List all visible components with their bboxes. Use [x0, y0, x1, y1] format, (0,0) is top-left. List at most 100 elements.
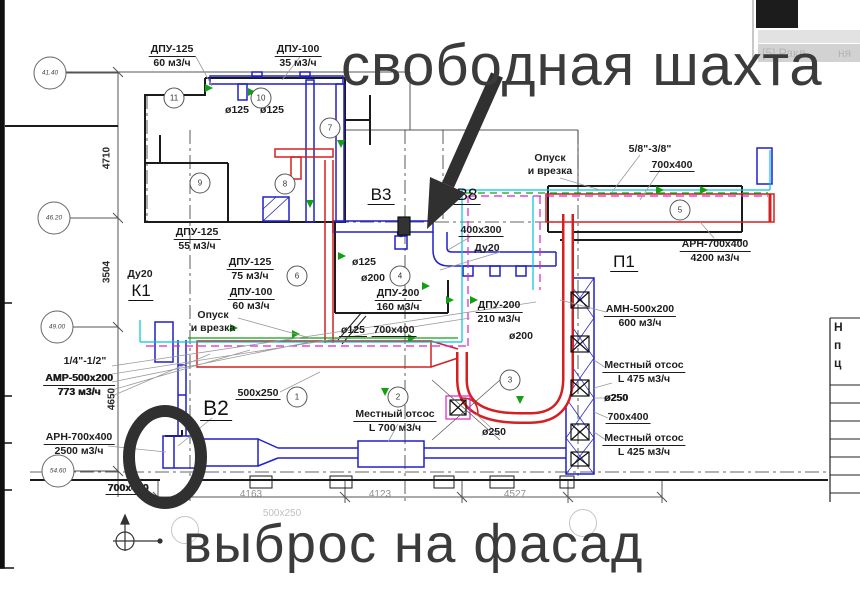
- callout-title: ДПУ-200: [374, 287, 422, 301]
- position-bubble: 10: [250, 87, 272, 109]
- callout-title: ДПУ-125: [148, 43, 196, 57]
- size-label: 700x400: [371, 324, 417, 337]
- size-label: ø125: [225, 104, 249, 116]
- dimension-bottom: 4123: [368, 489, 392, 500]
- legend-row-text: ц: [834, 356, 842, 370]
- size-label: ø125: [339, 324, 367, 337]
- system-label-k1: К1: [128, 282, 154, 301]
- thumbnail-caption-right: ня: [838, 46, 852, 60]
- system-label-p1: П1: [610, 253, 638, 272]
- size-label: 500x250: [235, 387, 281, 400]
- dimension-vertical: 4650: [106, 387, 118, 411]
- callout-value: L 475 м3/ч: [617, 372, 671, 385]
- callout-title: АМР-500x200: [43, 372, 115, 386]
- position-bubble: 3: [499, 369, 521, 391]
- size-label: 400x300: [458, 224, 504, 237]
- callout-title: Опуск: [534, 152, 566, 164]
- elevation-bubble: 49.00: [40, 310, 74, 344]
- thumbnail-toolbar: [758, 30, 860, 43]
- callout-value: и врезка: [527, 164, 573, 177]
- annotation-text-top: свободная шахта: [341, 33, 823, 98]
- legend-row-text: п: [834, 338, 842, 352]
- position-bubble: 11: [163, 87, 185, 109]
- position-bubble: 1: [286, 386, 308, 408]
- position-bubble: 4: [389, 265, 411, 287]
- legend-row-text: Н: [834, 320, 843, 334]
- callout-value: 160 м3/ч: [376, 300, 420, 313]
- elevation-bubble: 41.40: [33, 56, 67, 90]
- position-bubble: 5: [669, 199, 691, 221]
- callout-title: ДПУ-125: [173, 226, 221, 240]
- grid-bubble: [569, 509, 597, 537]
- callout-title: АРН-700x400: [679, 238, 751, 252]
- callout-value: 600 м3/ч: [618, 316, 662, 329]
- callout-value: 55 м3/ч: [178, 239, 216, 252]
- position-bubble: 8: [274, 173, 296, 195]
- faint-dim-label: 500x250: [262, 508, 302, 519]
- system-label-b2: В2: [200, 397, 232, 422]
- size-label: 700x400: [605, 411, 651, 424]
- size-label: 1/4"-1/2": [63, 355, 107, 367]
- callout-title: Местный отсос: [353, 408, 437, 422]
- size-label: Ду20: [127, 268, 153, 280]
- dimension-vertical: 4710: [101, 146, 113, 170]
- elevation-bubble: 54.60: [41, 454, 75, 488]
- size-label: ø125: [352, 256, 376, 268]
- dimension-bottom: 4163: [239, 489, 263, 500]
- callout-value: 60 м3/ч: [232, 299, 270, 312]
- position-bubble: 9: [189, 172, 211, 194]
- grid-bubble: [171, 516, 199, 544]
- callout-value: 210 м3/ч: [477, 312, 521, 325]
- callout-value: и врезка: [190, 321, 236, 334]
- callout-value: 4200 м3/ч: [690, 251, 740, 264]
- callout-title: ДПУ-100: [274, 43, 322, 57]
- size-label: 700x400: [649, 159, 695, 172]
- size-label: 5/8"-3/8": [628, 143, 672, 155]
- thumbnail-caption-bar: [758, 44, 860, 62]
- size-label: ø200: [361, 272, 385, 284]
- size-label: ø200: [509, 330, 533, 342]
- callout-title: АРН-700x400: [43, 431, 115, 445]
- position-bubble: 2: [387, 386, 409, 408]
- callout-value: L 425 м3/ч: [617, 445, 671, 458]
- size-label: ø250: [604, 392, 628, 404]
- callout-title: ДПУ-125: [226, 256, 274, 270]
- system-label-b8: В8: [453, 186, 481, 205]
- system-label-b3: В3: [367, 186, 395, 205]
- callout-value: 773 м3/ч: [57, 385, 101, 398]
- callout-title: Опуск: [197, 309, 229, 321]
- callout-title: АМН-500x200: [603, 303, 677, 317]
- callout-title: ДПУ-100: [227, 286, 275, 300]
- callout-value: 60 м3/ч: [153, 56, 191, 69]
- dimension-bottom: 4527: [503, 489, 527, 500]
- callout-title: Местный отсос: [602, 359, 686, 373]
- size-label: Ду20: [474, 242, 500, 254]
- callout-title: Местный отсос: [602, 432, 686, 446]
- position-bubble: 6: [286, 265, 308, 287]
- position-bubble: 7: [319, 117, 341, 139]
- thumbnail-caption-left: [5] Ракл: [762, 46, 806, 60]
- annotation-text-bottom: выброс на фасад: [183, 514, 644, 574]
- size-label: 700x400: [105, 482, 151, 495]
- elevation-bubble: 46.20: [37, 201, 71, 235]
- dimension-vertical: 3504: [101, 260, 113, 284]
- callout-value: 35 м3/ч: [279, 56, 317, 69]
- size-label: ø250: [482, 426, 506, 438]
- thumbnail-caption: [5] Ракл ня: [762, 46, 851, 60]
